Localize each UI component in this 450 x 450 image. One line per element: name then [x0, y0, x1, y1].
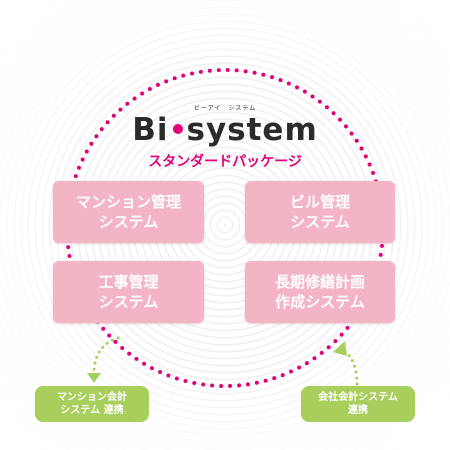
dotted-arrow-up-icon — [333, 341, 359, 386]
module-construction-management: 工事管理 システム — [53, 261, 204, 323]
integration-label-line2: 連携 — [348, 405, 368, 416]
logo-dot-icon — [172, 123, 183, 134]
integration-condominium-accounting: マンション会計 システム 連携 — [35, 386, 149, 422]
module-label-line2: システム — [290, 213, 350, 231]
module-long-term-repair-plan: 長期修繕計画 作成システム — [245, 261, 395, 323]
logo-title: Bi system — [0, 112, 450, 148]
module-label-line1: 工事管理 — [98, 273, 159, 291]
module-label-line2: システム — [98, 213, 159, 231]
module-label-line2: システム — [98, 293, 159, 311]
module-building-management: ビル管理 システム — [245, 181, 395, 243]
integration-label-line2: システム 連携 — [60, 405, 124, 416]
integration-company-accounting: 会社会計システム 連携 — [301, 386, 415, 422]
module-label-line1: ビル管理 — [289, 193, 350, 211]
logo-ruby: ビーアイ システム — [193, 105, 257, 112]
package-subtitle: スタンダードパッケージ — [148, 154, 302, 170]
module-label-line1: マンション管理 — [75, 193, 181, 211]
logo-title-left: Bi — [132, 112, 169, 148]
dotted-arrow-down-icon — [87, 336, 120, 383]
module-label-line2: 作成システム — [275, 293, 365, 311]
module-label-line1: 長期修繕計画 — [274, 273, 365, 291]
integration-label-line1: マンション会計 — [57, 392, 127, 403]
logo-title-right: system — [186, 112, 318, 148]
integration-label-line1: 会社会計システム — [318, 392, 398, 403]
module-condominium-management: マンション管理 システム — [53, 181, 204, 243]
